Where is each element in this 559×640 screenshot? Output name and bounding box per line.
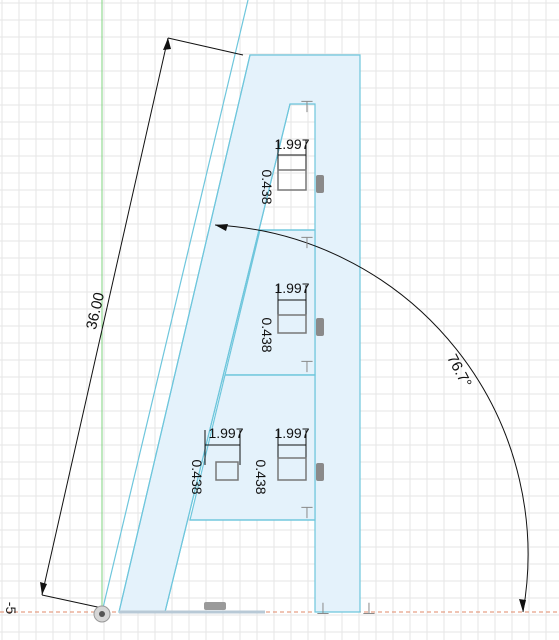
perpendicular-icon: ⊥: [362, 599, 376, 618]
angle-dimension-label[interactable]: 76.7°: [443, 351, 475, 390]
upper-width-label[interactable]: 1.997: [274, 136, 309, 152]
arrowhead-angle-start: [215, 224, 228, 231]
height-dimension-line[interactable]: [41, 37, 169, 596]
profile[interactable]: [101, 0, 361, 614]
lower-left-thickness-label[interactable]: 0.438: [189, 459, 205, 494]
constraint-icon: [316, 463, 324, 481]
axis-tick-label: -5: [3, 602, 19, 615]
perpendicular-icon: ⊥: [316, 599, 330, 618]
slot-middle[interactable]: [277, 314, 307, 334]
height-extension-bottom: [41, 594, 103, 609]
slot-lower-left[interactable]: [215, 461, 239, 481]
arrowhead-top: [163, 38, 171, 50]
height-extension-top: [167, 37, 244, 56]
upper-thickness-label[interactable]: 0.438: [259, 169, 275, 204]
outer-edge-line[interactable]: [101, 0, 249, 613]
origin-center: [99, 611, 105, 617]
lower-right-thickness-label[interactable]: 0.438: [253, 459, 269, 494]
arrowhead-angle-end: [519, 599, 526, 612]
perpendicular-icon: ⊤: [300, 357, 314, 376]
lower-right-width-label[interactable]: 1.997: [274, 425, 309, 441]
leg-outer-edge[interactable]: [118, 54, 251, 613]
perpendicular-icon: ⊤: [300, 97, 314, 116]
hole-group-upper[interactable]: 1.997 0.438: [259, 136, 324, 205]
dimension-height[interactable]: 36.00: [40, 37, 244, 609]
angle-arc[interactable]: [214, 224, 529, 613]
perpendicular-icon: ⊤: [300, 233, 314, 252]
perpendicular-icon: ⊤: [300, 503, 314, 522]
middle-thickness-label[interactable]: 0.438: [259, 317, 275, 352]
constraint-glyphs: ⊤ ⊤ ⊤ ⊤ ⊥ ⊥: [204, 97, 376, 618]
leg-inner-edge[interactable]: [164, 103, 291, 613]
origin-point[interactable]: [93, 605, 111, 623]
arrowhead-bottom: [40, 582, 47, 595]
middle-width-label[interactable]: 1.997: [274, 280, 309, 296]
slot-lower-right[interactable]: [277, 457, 307, 481]
constraint-icon: [316, 175, 324, 193]
slot-upper[interactable]: [277, 169, 307, 191]
constraint-icon: [316, 318, 324, 336]
hole-group-lower[interactable]: 1.997 1.997 0.438 0.438: [189, 425, 324, 495]
lower-left-width-label[interactable]: 1.997: [208, 425, 243, 441]
hole-group-middle[interactable]: 1.997 0.438: [259, 280, 324, 353]
horizontal-constraint-icon: [204, 602, 226, 610]
